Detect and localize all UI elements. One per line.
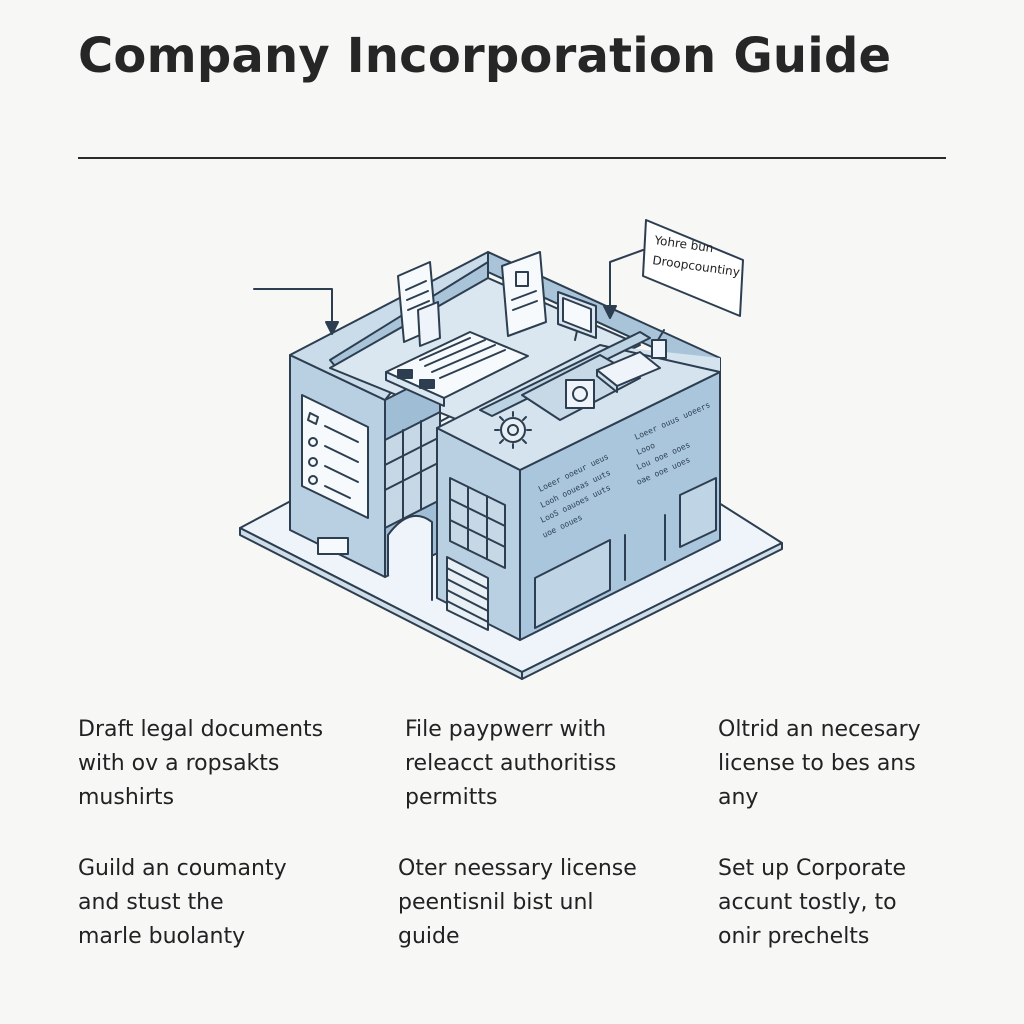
base-plate-edge-right — [521, 542, 783, 680]
page-title: Company Incorporation Guide — [78, 28, 892, 84]
step-item: File paypwerr with releacct authoritiss … — [405, 717, 617, 810]
step-item: Set up Corporate accunt tostly, to onir … — [718, 856, 906, 949]
pen-cup-icon — [651, 329, 667, 359]
garage-door — [446, 556, 489, 631]
side-window — [679, 477, 717, 548]
step-item: Guild an coumanty and stust the marle bu… — [78, 856, 287, 949]
archway — [387, 514, 433, 601]
callout-box: Yohre bun Droopcountiny — [642, 219, 744, 317]
step-item: Oltrid an necesary license to bes ans an… — [718, 717, 921, 810]
pointer-arrow-left — [253, 288, 339, 335]
checklist-board — [301, 394, 369, 519]
desk-papers — [385, 331, 529, 407]
step-item: Oter neessary license peentisnil bist un… — [398, 856, 637, 949]
recycle-box-icon — [565, 379, 595, 409]
book-icon — [596, 351, 661, 393]
gear-icon — [494, 411, 532, 449]
pointer-arrow-callout — [603, 249, 644, 319]
title-divider — [78, 157, 946, 159]
document-icon-2 — [417, 301, 441, 347]
monitor-icon — [557, 291, 597, 341]
step-item: Draft legal documents with ov a ropsakts… — [78, 717, 324, 810]
clipboard-icon — [501, 251, 547, 337]
shop-window — [534, 539, 611, 629]
